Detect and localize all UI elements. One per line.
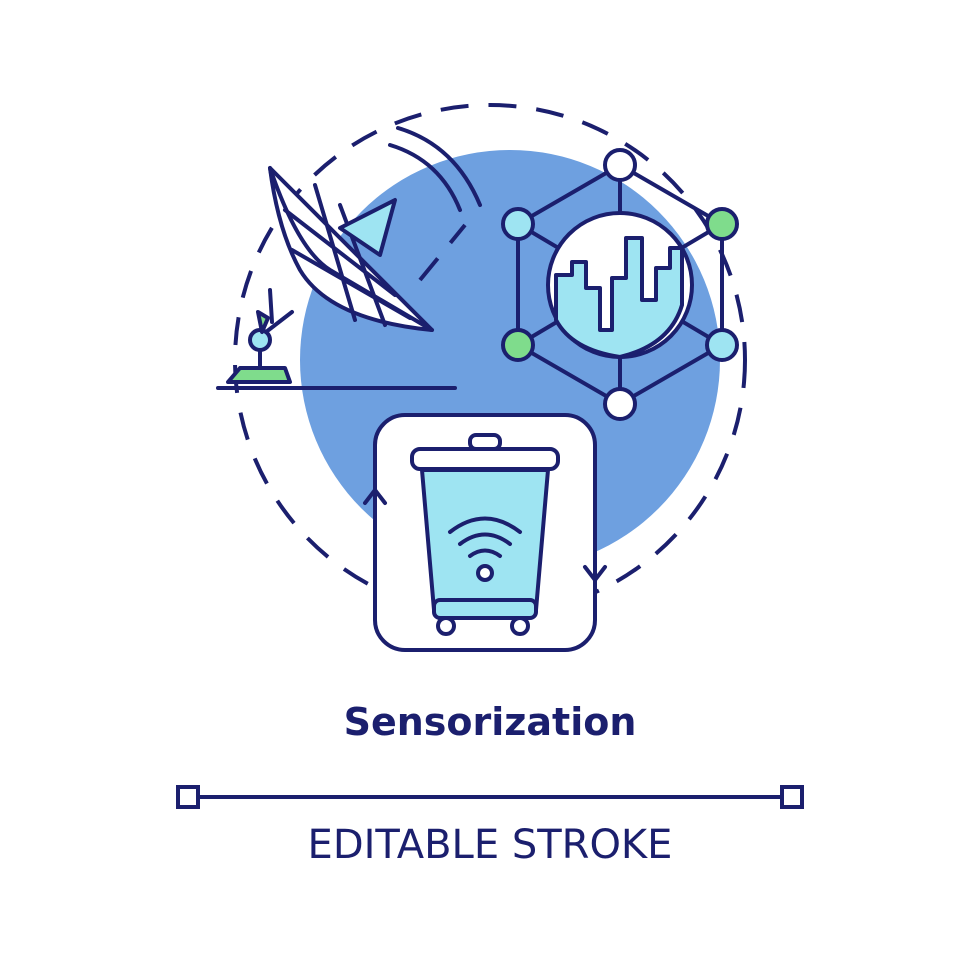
stroke-handle-line — [176, 785, 804, 809]
wifi-signal-icon — [448, 516, 522, 582]
subtitle-label: EDITABLE STROKE — [307, 822, 673, 868]
dish-link — [418, 223, 467, 282]
smart-trash-bin-icon — [373, 413, 597, 652]
network-chart-icon — [501, 148, 739, 421]
cycle-arrows-icon — [363, 488, 607, 598]
satellite-dish-icon — [216, 126, 482, 390]
page-title: Sensorization — [343, 700, 637, 744]
